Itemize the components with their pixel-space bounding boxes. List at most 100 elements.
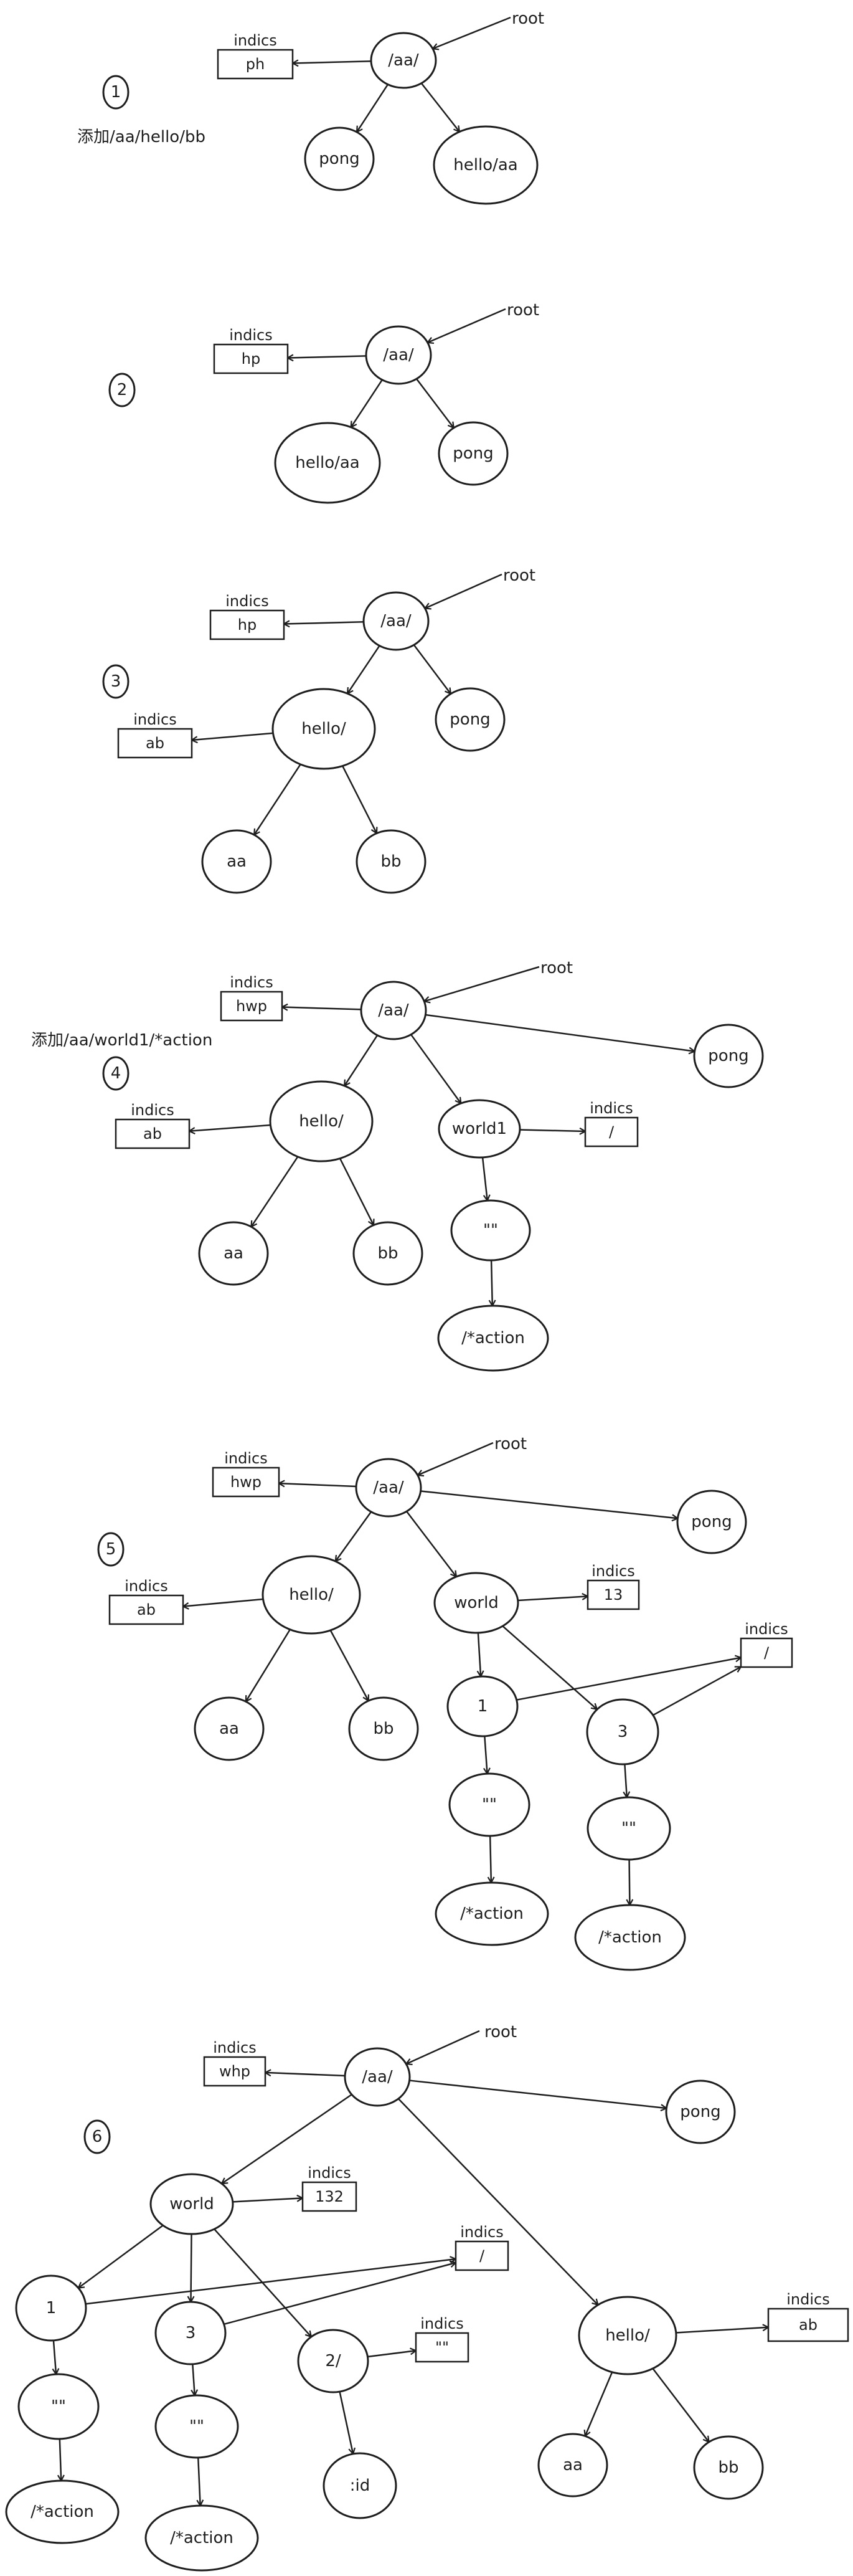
- edge-hello-to-a: [246, 1629, 291, 1702]
- edge-root-to-aa: [428, 308, 506, 343]
- trie-node-label: pong: [450, 710, 490, 729]
- step-6-group: 6root/aa/worldhello/pong132/"""":id/*act…: [5, 2023, 849, 2572]
- edge-aa-to-hello: [397, 2098, 598, 2305]
- trie-node-label: aa: [224, 1244, 243, 1263]
- root-label: root: [494, 1435, 527, 1453]
- root-label: root: [540, 959, 573, 977]
- edge-n1-to-ix_slash: [85, 2259, 456, 2305]
- indices-value: ab: [799, 2316, 818, 2334]
- indices-box-ix_aa: [212, 1466, 280, 1498]
- edge-aa-to-pong: [409, 2079, 667, 2109]
- edge-hello-to-ix_hello: [183, 1598, 263, 1607]
- trie-node-label: hello/: [289, 1585, 334, 1604]
- trie-node-helloaa: [274, 422, 381, 504]
- indices-value: 13: [604, 1586, 623, 1604]
- indices-label: indics: [229, 326, 272, 344]
- trie-node-label: /aa/: [388, 51, 419, 70]
- edge-n2-to-id: [339, 2391, 353, 2454]
- edge-aa-to-ix_aa: [284, 622, 364, 624]
- indices-value: 132: [315, 2188, 344, 2205]
- trie-node-aa: [344, 2047, 411, 2107]
- trie-node-hello: [262, 1555, 361, 1635]
- edge-aa-to-world: [406, 1511, 456, 1577]
- trie-node-label: pong: [319, 150, 359, 168]
- indices-value: hp: [242, 350, 260, 368]
- trie-node-label: pong: [680, 2103, 720, 2121]
- edge-world-to-ix_world: [232, 2198, 303, 2203]
- indices-label: indics: [125, 1577, 167, 1595]
- indices-label: indics: [224, 1450, 267, 1467]
- trie-node-label: bb: [373, 1719, 394, 1738]
- indices-box-ix_n2: [415, 2332, 469, 2363]
- step-number-circle: [83, 2119, 111, 2154]
- step-4-group: 4添加/aa/world1/*actionroot/aa/hello/world…: [31, 959, 764, 1372]
- indices-value: whp: [219, 2063, 250, 2080]
- trie-node-n1: [446, 1675, 519, 1737]
- trie-node-label: bb: [718, 2458, 738, 2477]
- edge-hello-to-ix_hello: [189, 1124, 271, 1131]
- edge-n3-to-ix_slash: [653, 1667, 741, 1716]
- trie-node-label: /aa/: [378, 1001, 409, 1020]
- indices-label: indics: [213, 2039, 256, 2056]
- annotation-text: 添加/aa/hello/bb: [77, 128, 205, 146]
- trie-node-label: /*action: [170, 2529, 233, 2547]
- step-number-circle: [102, 75, 130, 110]
- edge-aa-to-ix_aa: [288, 356, 367, 358]
- indices-label: indics: [786, 2291, 829, 2308]
- indices-box-ix_world: [301, 2181, 357, 2212]
- indices-box-ix_aa: [213, 343, 289, 374]
- indices-value: ab: [143, 1125, 162, 1143]
- step-number: 6: [92, 2127, 103, 2146]
- trie-node-pong: [693, 1024, 764, 1088]
- trie-node-label: /*action: [460, 1904, 524, 1923]
- indices-value: ab: [146, 734, 164, 752]
- edge-hello-to-a: [251, 1156, 299, 1227]
- edge-e3-to-act3: [198, 2457, 200, 2506]
- trie-node-a: [201, 829, 272, 894]
- edge-root-to-aa: [425, 573, 502, 608]
- indices-box-ix_aa: [203, 2056, 266, 2087]
- trie-node-label: aa: [219, 1719, 239, 1738]
- edge-hello-to-bb: [329, 1630, 369, 1701]
- trie-node-world1: [438, 1099, 521, 1159]
- trie-node-aa: [355, 1458, 422, 1518]
- edge-empty-to-action: [491, 1260, 492, 1306]
- trie-node-pong: [435, 687, 506, 752]
- edge-aa-to-pong: [420, 1490, 678, 1518]
- trie-node-pong: [665, 2079, 736, 2144]
- trie-node-label: bb: [380, 852, 401, 871]
- trie-node-aa: [360, 981, 427, 1040]
- trie-node-label: /aa/: [383, 346, 414, 364]
- trie-node-n1: [15, 2274, 87, 2342]
- edge-hello-to-ix_hello: [676, 2327, 768, 2334]
- trie-node-label: 1: [46, 2299, 57, 2317]
- indices-value: /: [609, 1123, 615, 1141]
- trie-node-e1: [17, 2373, 100, 2440]
- edge-n1-to-e1: [54, 2340, 56, 2374]
- root-label: root: [503, 566, 535, 585]
- trie-node-act1: [435, 1881, 549, 1946]
- trie-node-act1: [5, 2479, 120, 2544]
- indices-box-ix_world: [587, 1579, 640, 1610]
- edge-world-to-n1: [478, 1632, 481, 1676]
- step-number-circle: [102, 664, 130, 699]
- trie-node-hello: [271, 688, 376, 770]
- trie-node-label: hello/aa: [453, 156, 517, 174]
- edge-e1-to-act1: [490, 1835, 491, 1883]
- edge-hello-to-bb: [652, 2368, 709, 2442]
- indices-box-ix_hello: [767, 2307, 849, 2342]
- trie-node-label: hello/: [299, 1112, 344, 1131]
- edge-e3-to-act3: [629, 1859, 630, 1905]
- trie-node-label: world: [454, 1594, 499, 1612]
- trie-node-bb: [348, 1696, 419, 1761]
- edge-aa-to-hello: [344, 1035, 379, 1086]
- indices-box-ix_hello: [108, 1594, 184, 1625]
- trie-node-label: world1: [452, 1119, 507, 1138]
- indices-value: /: [479, 2247, 485, 2265]
- trie-node-label: /*action: [598, 1928, 662, 1947]
- trie-node-label: pong: [691, 1513, 732, 1531]
- trie-node-label: aa: [227, 852, 247, 871]
- trie-node-a: [198, 1221, 269, 1286]
